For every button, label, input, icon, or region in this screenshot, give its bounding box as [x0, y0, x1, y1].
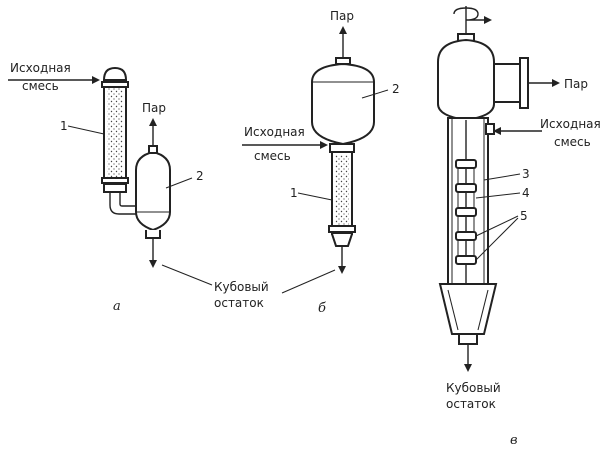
vapor-label-b: Пар — [330, 9, 354, 23]
vapor-label-v: Пар — [564, 77, 588, 91]
label-2-a: 2 — [196, 169, 204, 183]
label-5-v: 5 — [520, 209, 528, 223]
feed-label-a-line1: Исходная — [10, 61, 71, 75]
label-4-v: 4 — [522, 186, 530, 200]
heater-top-cap-a — [102, 66, 128, 81]
vapor-label-a: Пар — [142, 101, 166, 115]
feed-label-a-line2: смесь — [22, 79, 59, 93]
heating-tube-fill-a — [107, 84, 123, 181]
scheme-b: Пар 2 Исходная смесь 1 б — [242, 9, 400, 316]
separator-vessel-b — [311, 62, 375, 146]
feed-label-b-line1: Исходная — [244, 125, 305, 139]
bottoms-label-ab: Кубовый остаток — [161, 264, 336, 310]
bottom-cone-v — [438, 283, 498, 335]
bottoms-label-v-line1: Кубовый — [446, 381, 501, 395]
label-3-v: 3 — [522, 167, 530, 181]
scheme-v: Пар Исходная смесь — [437, 6, 601, 448]
scheme-a: Исходная смесь 1 Пар 2 а — [8, 61, 204, 314]
bottoms-label-ab-line1: Кубовый — [214, 280, 269, 294]
label-1-a: 1 — [60, 119, 68, 133]
caption-v: в — [510, 433, 518, 448]
separator-vessel-a — [135, 150, 171, 232]
heating-tube-fill-b — [335, 155, 349, 231]
separator-vessel-v — [437, 38, 495, 122]
caption-a: а — [113, 299, 121, 314]
bottoms-label-ab-line2: остаток — [214, 296, 264, 310]
vapor-outlet-v — [493, 63, 523, 103]
bottoms-label-v-line2: остаток — [446, 397, 496, 411]
feed-label-b-line2: смесь — [254, 149, 291, 163]
label-2-b: 2 — [392, 82, 400, 96]
caption-b: б — [318, 301, 326, 316]
feed-label-v-line1: Исходная — [540, 117, 601, 131]
label-1-b: 1 — [290, 186, 298, 200]
feed-label-v-line2: смесь — [554, 135, 591, 149]
